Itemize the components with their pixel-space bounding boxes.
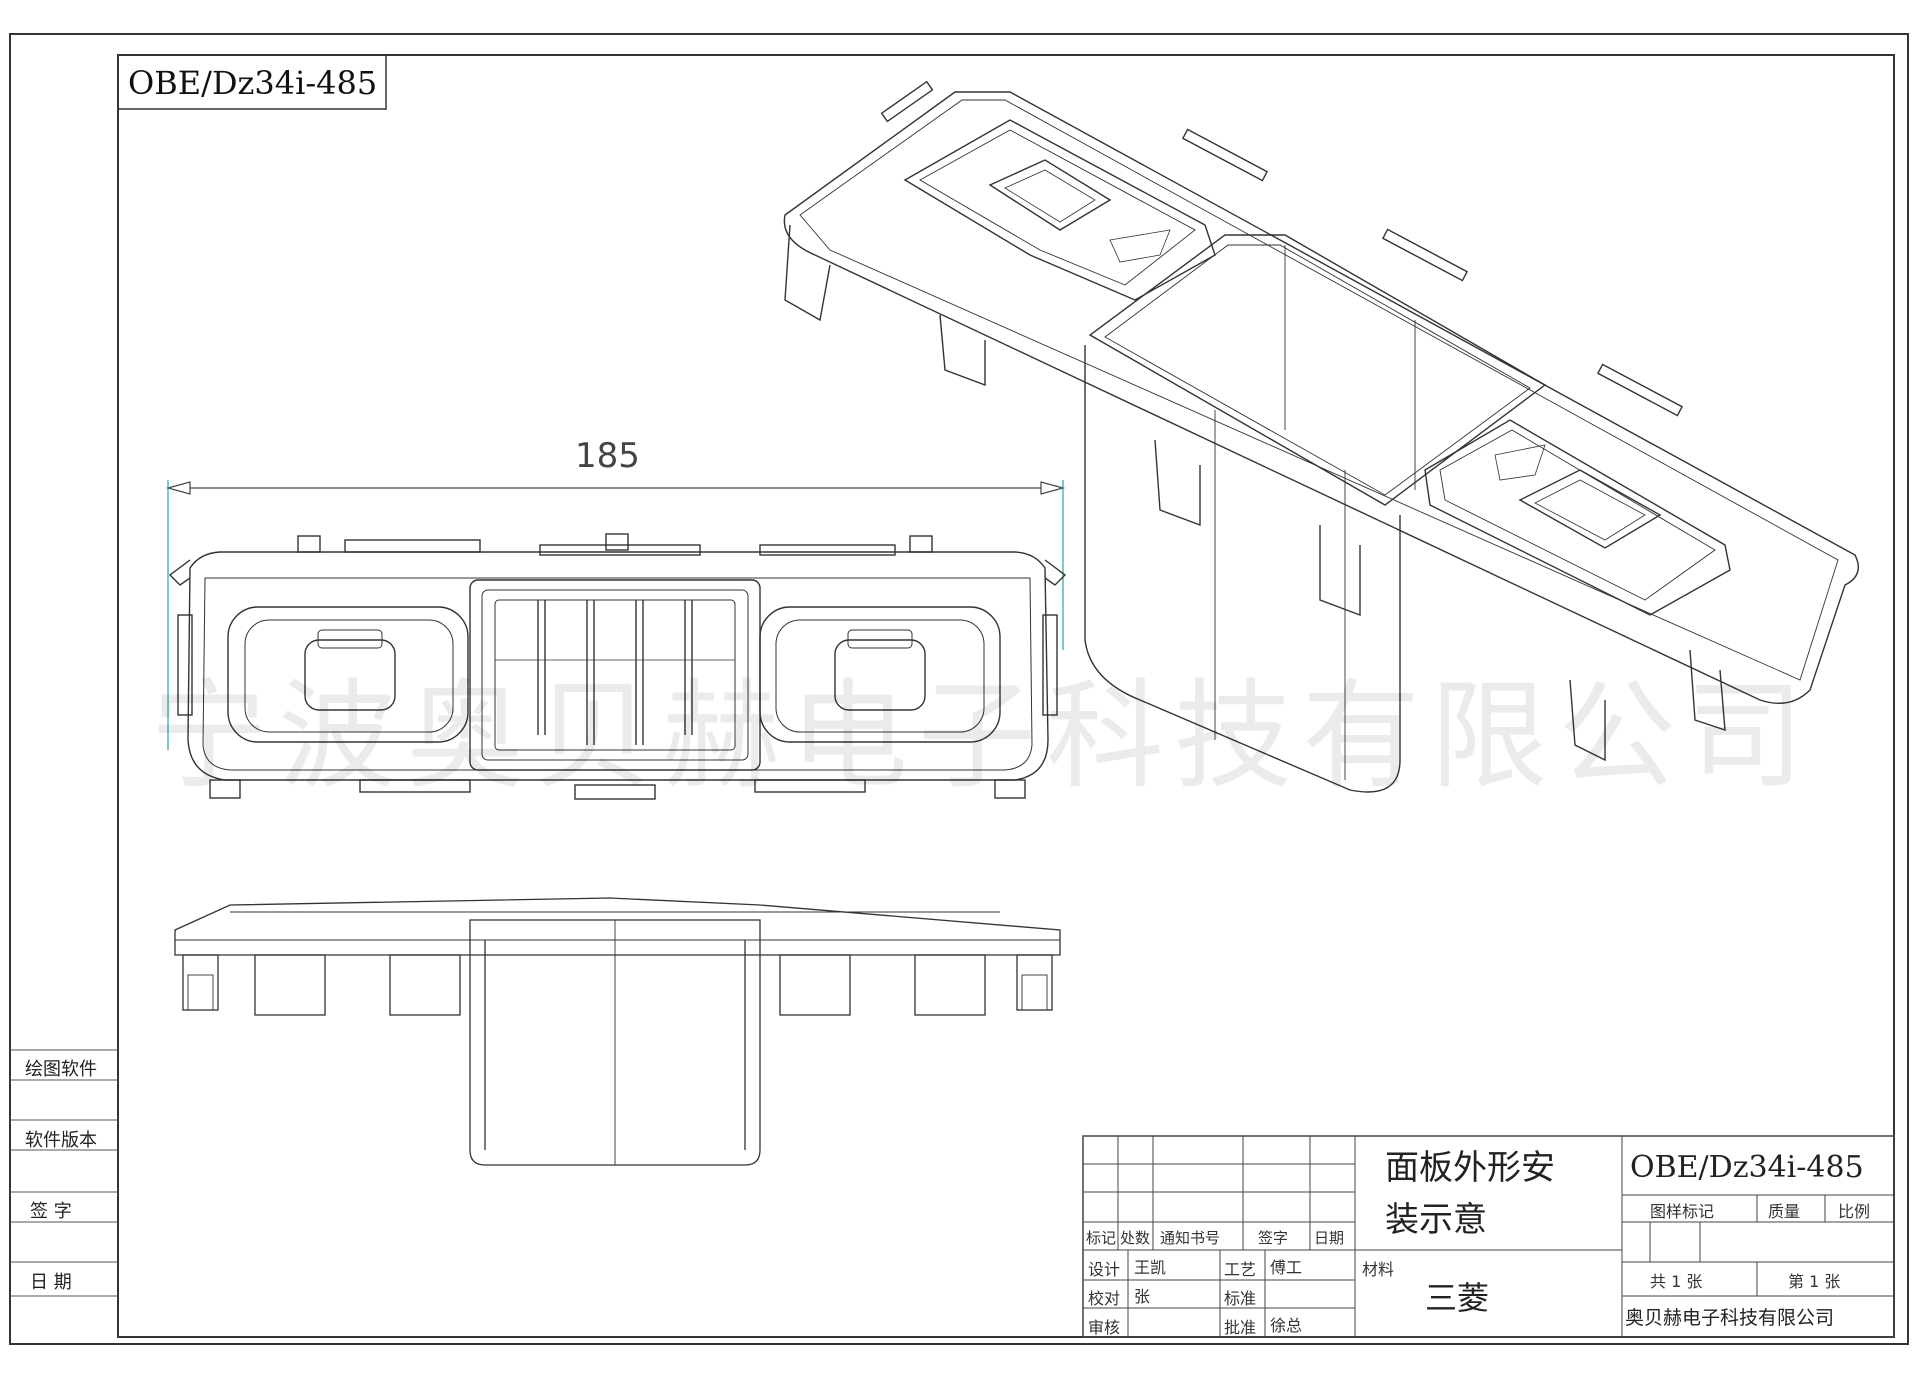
isometric-view	[783, 80, 1859, 793]
dimension-185-label: 185	[575, 436, 640, 476]
front-view	[168, 533, 1067, 800]
sheet-number-label: 第 1 张	[1788, 1272, 1841, 1291]
design-label: 设计	[1088, 1260, 1121, 1279]
scale-label: 比例	[1838, 1202, 1871, 1221]
approver-name: 徐总	[1270, 1316, 1303, 1335]
title-line-2: 装示意	[1385, 1200, 1487, 1240]
date-label: 日期	[1314, 1229, 1345, 1247]
approve-label: 批准	[1224, 1318, 1257, 1337]
change-mark-label: 标记	[1086, 1229, 1117, 1247]
process-label: 工艺	[1224, 1260, 1257, 1279]
left-column-table	[10, 1049, 118, 1297]
total-sheets-label: 共 1 张	[1650, 1272, 1703, 1291]
material-label: 材料	[1362, 1260, 1395, 1279]
checker-name: 张	[1134, 1287, 1151, 1306]
company-name: 奥贝赫电子科技有限公司	[1625, 1307, 1835, 1329]
material-value: 三菱	[1425, 1279, 1490, 1317]
count-label: 处数	[1120, 1229, 1151, 1247]
weight-label: 质量	[1768, 1202, 1801, 1221]
outer-border	[9, 33, 1909, 1345]
left-signature-label: 签 字	[30, 1201, 72, 1222]
dimension-line	[165, 480, 1066, 750]
process-person: 傅工	[1270, 1258, 1303, 1277]
standard-label: 标准	[1224, 1289, 1257, 1308]
title-block-drawing-number: OBE/Dz34i-485	[1630, 1150, 1864, 1185]
bottom-view	[174, 897, 1061, 1166]
drawing-number-top: OBE/Dz34i-485	[128, 64, 378, 102]
inner-border	[117, 54, 1895, 1338]
check-label: 校对	[1088, 1289, 1121, 1308]
review-label: 审核	[1088, 1318, 1121, 1337]
designer-name: 王凯	[1134, 1258, 1167, 1277]
sign-label: 签字	[1258, 1229, 1289, 1247]
left-version-label: 软件版本	[25, 1130, 97, 1151]
left-software-label: 绘图软件	[25, 1059, 97, 1080]
drawing-number-box	[117, 54, 387, 110]
mark-label: 图样标记	[1650, 1202, 1715, 1221]
notice-number-label: 通知书号	[1160, 1229, 1221, 1247]
title-block-grid	[1082, 1135, 1895, 1338]
title-line-1: 面板外形安	[1385, 1148, 1555, 1188]
left-date-label: 日 期	[30, 1272, 72, 1293]
